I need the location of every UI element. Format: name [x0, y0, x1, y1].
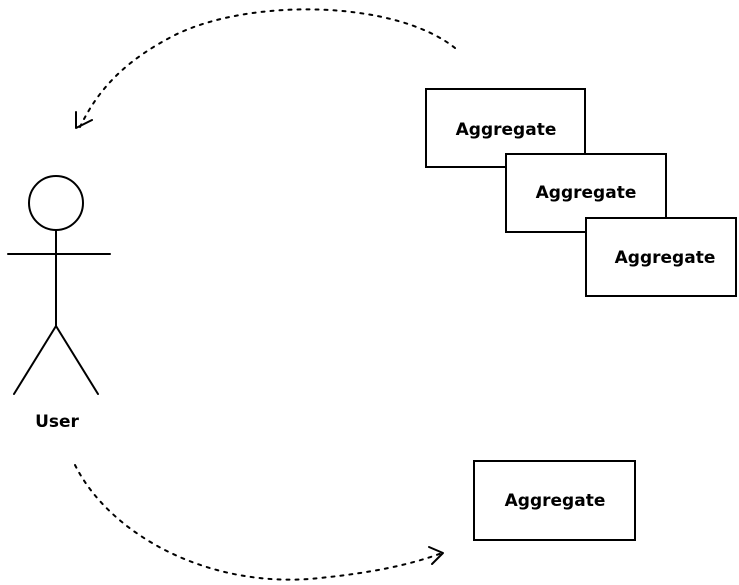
return-arrow-head: [75, 111, 93, 129]
aggregate-box-4-label: Aggregate: [505, 491, 606, 511]
return-arrow-path: [79, 8, 456, 128]
actor-left-leg: [13, 325, 57, 395]
actor-label: User: [35, 412, 79, 432]
aggregate-box-1-label: Aggregate: [456, 120, 557, 140]
aggregate-box-3-label: Aggregate: [615, 248, 716, 268]
request-arrow-path: [74, 464, 443, 581]
user-actor: User: [7, 175, 111, 432]
actor-right-leg: [55, 325, 99, 395]
return-arrow: [75, 8, 456, 129]
aggregate-box-4: Aggregate: [473, 460, 636, 541]
aggregate-box-2-label: Aggregate: [536, 183, 637, 203]
actor-head: [28, 175, 84, 231]
request-arrow-head: [428, 546, 444, 565]
aggregate-box-3-rect: [585, 217, 737, 297]
aggregate-box-4-rect: [473, 460, 636, 541]
request-arrow: [74, 464, 444, 581]
aggregate-box-3: Aggregate: [585, 217, 737, 297]
